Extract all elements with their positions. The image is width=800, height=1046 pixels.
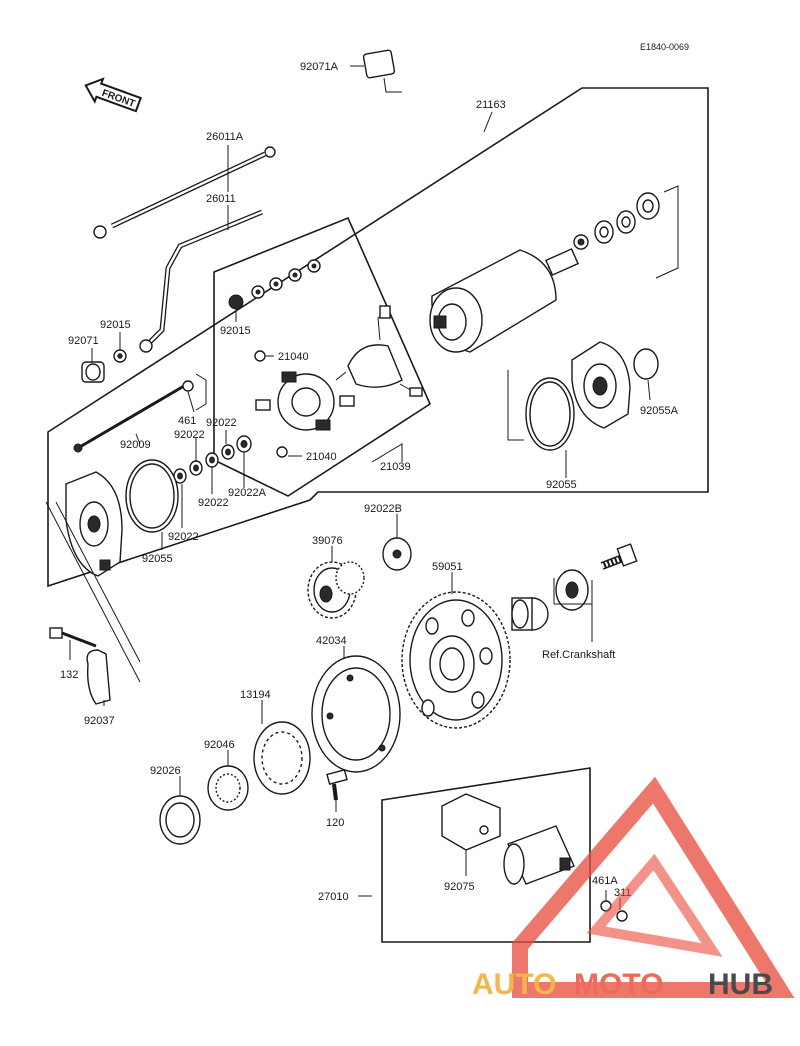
label-27010: 27010 — [318, 891, 349, 903]
thrust-washers — [173, 435, 252, 484]
bracket-92037 — [86, 649, 111, 705]
watermark-moto: MOTO — [574, 968, 663, 1001]
relay-assembly-outline — [381, 767, 591, 943]
mount-line — [45, 501, 141, 683]
label-92026: 92026 — [150, 765, 181, 777]
brush-assembly-outline — [213, 216, 432, 497]
nut-461 — [182, 380, 194, 392]
label-92015-left: 92015 — [100, 319, 131, 331]
label-120: 120 — [326, 817, 344, 829]
through-bolt — [77, 384, 185, 450]
front-arrow-icon: FRONT — [84, 77, 142, 113]
label-26011A: 26011A — [206, 131, 244, 143]
label-461: 461 — [178, 415, 196, 427]
starter-gear-59051 — [401, 591, 511, 729]
label-13194: 13194 — [240, 689, 271, 701]
label-92037: 92037 — [84, 715, 115, 727]
label-132: 132 — [60, 669, 78, 681]
diagram-ref-code: E1840-0069 — [640, 42, 689, 52]
label-42034: 42034 — [316, 635, 347, 647]
starter-cable — [267, 49, 402, 208]
watermark-text: AUTO MOTO HUB — [472, 968, 773, 1001]
label-92022B: 92022B — [364, 503, 402, 515]
watermark-hub: HUB — [708, 968, 773, 1001]
label-92055-left: 92055 — [142, 553, 173, 565]
watermark-logo — [512, 776, 795, 998]
label-39076: 39076 — [312, 535, 343, 547]
label-92055-right: 92055 — [546, 479, 577, 491]
end-cover-left — [65, 471, 123, 577]
label-92022-d: 92022 — [168, 531, 199, 543]
crankshaft-hardware — [511, 543, 638, 631]
bolt-132 — [49, 627, 97, 648]
starter-clutch-42034 — [311, 655, 401, 773]
terminal-washers — [228, 259, 321, 310]
terminal-bolt — [81, 361, 105, 383]
part-labels: 92071A 21163 26011A 26011 92015 92071 92… — [60, 61, 679, 903]
brush-holder — [254, 350, 355, 458]
label-26011: 26011 — [206, 193, 236, 205]
label-92022-c: 92022 — [198, 497, 229, 509]
end-cover-right — [571, 341, 631, 429]
label-92055A: 92055A — [640, 405, 679, 417]
label-92046: 92046 — [204, 739, 235, 751]
label-92022-a: 92022 — [174, 429, 205, 441]
end-washer-bracket — [655, 185, 679, 279]
label-92022A: 92022A — [228, 487, 267, 499]
label-92022-b: 92022 — [206, 417, 237, 429]
label-21039: 21039 — [380, 461, 411, 473]
label-21163: 21163 — [476, 99, 506, 111]
label-21040-bottom: 21040 — [306, 451, 337, 463]
watermark-auto: AUTO — [472, 968, 556, 1001]
label-92071: 92071 — [68, 335, 99, 347]
ground-cable-long — [139, 209, 263, 353]
label-92075: 92075 — [444, 881, 475, 893]
relay-cover-92075 — [441, 793, 501, 851]
label-59051: 59051 — [432, 561, 463, 573]
nut-bracket — [195, 373, 207, 411]
starter-relay — [503, 825, 575, 885]
nut-311 — [616, 910, 628, 922]
end-washers-right — [573, 192, 660, 250]
ground-cable-short — [93, 146, 276, 239]
o-ring-92055A — [633, 348, 659, 380]
brush-plate — [335, 305, 423, 397]
label-92009: 92009 — [120, 439, 151, 451]
bolt-120 — [326, 768, 348, 801]
label-461A: 461A — [592, 875, 618, 887]
o-ring-bracket — [507, 370, 524, 441]
label-ref-crankshaft: Ref.Crankshaft — [542, 649, 615, 661]
idle-gear-39076 — [307, 561, 365, 619]
label-21040-top: 21040 — [278, 351, 309, 363]
watermark-triangle-icon — [512, 776, 795, 998]
needle-bearing-92046 — [207, 765, 249, 811]
one-way-clutch-13194 — [253, 721, 311, 795]
leader-lines — [69, 65, 651, 910]
label-92071A: 92071A — [300, 61, 339, 73]
label-92015-right: 92015 — [220, 325, 251, 337]
starter-yoke — [429, 248, 579, 353]
